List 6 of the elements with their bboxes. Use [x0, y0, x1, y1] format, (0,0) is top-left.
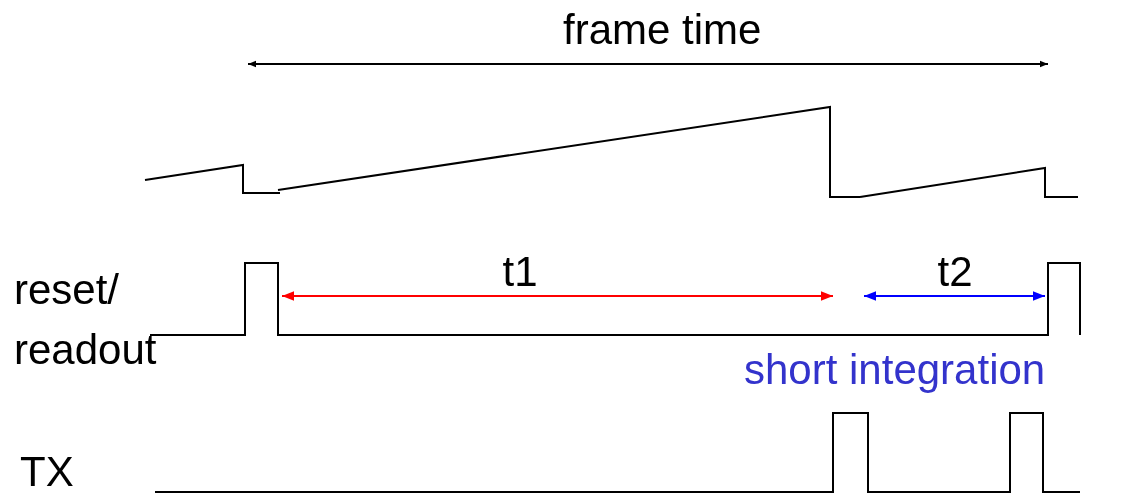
- axis-label: frame time: [563, 6, 762, 54]
- signal-label: TX: [20, 448, 74, 496]
- interval-label: t1: [502, 248, 538, 296]
- phase-label: short integration: [744, 346, 1046, 394]
- signal-label: reset/ readout: [14, 265, 158, 375]
- interval-label: t2: [937, 248, 973, 296]
